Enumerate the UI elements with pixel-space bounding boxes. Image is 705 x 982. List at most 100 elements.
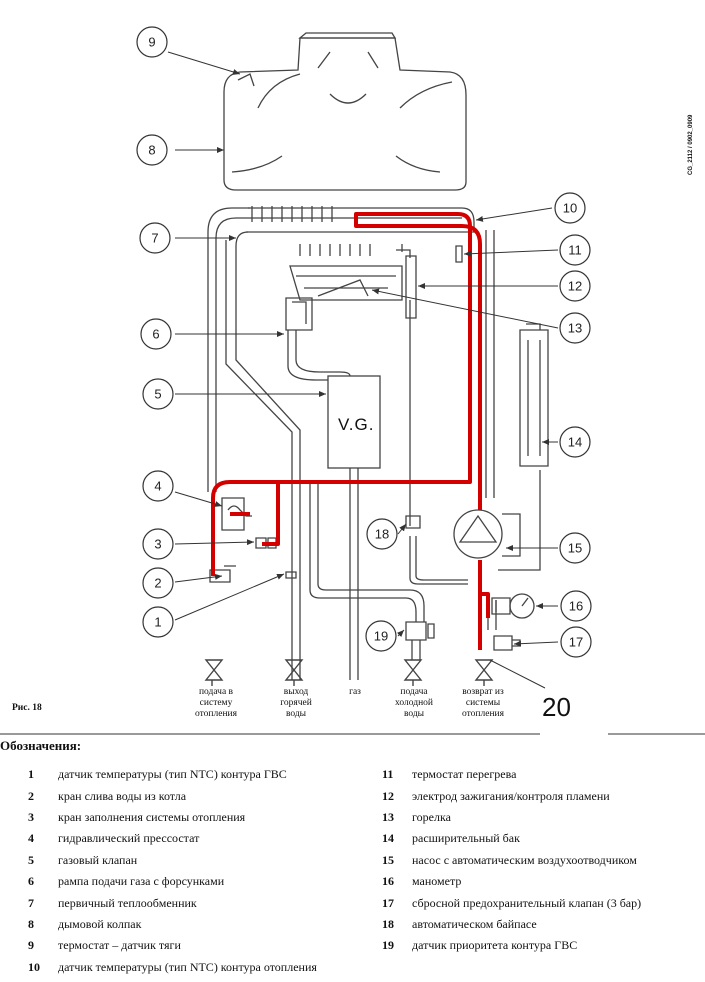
gas-ramp: [285, 297, 313, 331]
legend-item-number: 14: [382, 831, 394, 846]
bypass: [405, 515, 421, 529]
callout-15: 15: [568, 541, 582, 556]
callout-19-circle: [365, 620, 397, 652]
gas-valve-label: V.G.: [338, 415, 374, 434]
callout-10: 10: [563, 201, 577, 216]
legend-item-number: 19: [382, 938, 394, 953]
callout-7-circle: [139, 222, 171, 254]
legend-item-1: 1 датчик температуры (тип NTC) контура ГВ…: [28, 764, 317, 785]
callout-5: 5: [154, 387, 161, 402]
legend-item-text: рампа подачи газа с форсунками: [58, 874, 225, 889]
legend-item-text: кран заполнения системы отопления: [58, 809, 246, 824]
callout-8-circle: [136, 134, 168, 166]
legend-item-15: 15 насос с автоматическим воздухоотводчик…: [382, 850, 641, 871]
legend-item-text: датчик температуры (тип NTC) контура ГВС: [58, 767, 287, 782]
callout-4-circle: [142, 470, 174, 502]
port-label-4-line-3: воды: [404, 709, 425, 719]
manometer: [491, 593, 535, 619]
port-label-1-line-1: подача в: [199, 687, 234, 697]
callout-11: 11: [568, 243, 582, 258]
legend-item-number: 11: [382, 767, 394, 782]
callout-1-circle: [142, 606, 174, 638]
legend-item-text: насос с автоматическим воздухоотводчиком: [412, 852, 637, 867]
legend-item-text: горелка: [412, 809, 451, 824]
port-label-2-line-2: горячей: [280, 697, 312, 708]
callout-13: 13: [568, 321, 582, 336]
callout-9-circle: [136, 26, 168, 58]
legend-item-number: 18: [382, 916, 394, 931]
legend-item-number: 15: [382, 852, 394, 867]
legend-item-10: 10 датчик температуры (тип NTC) контура о…: [28, 957, 317, 978]
legend-item-14: 14 расширительный бак: [382, 828, 641, 849]
callout-4: 4: [154, 479, 161, 494]
legend-item-8: 8 дымовой колпак: [28, 914, 317, 935]
port-label-1-line-3: отопления: [195, 709, 238, 719]
legend-item-text: гидравлический прессостат: [58, 831, 200, 846]
legend-item-number: 10: [28, 959, 40, 974]
gas-valve-body: [327, 375, 381, 469]
callout-18: 18: [375, 527, 389, 542]
callout-20: 20: [542, 692, 571, 722]
callout-5-circle: [142, 378, 174, 410]
callout-14: 14: [568, 435, 582, 450]
callout-17: 17: [569, 635, 583, 650]
callout-10-circle: [554, 192, 586, 224]
legend-item-text: термостат перегрева: [412, 767, 517, 782]
callout-1: 1: [154, 615, 161, 630]
callout-16: 16: [569, 599, 583, 614]
legend-item-number: 16: [382, 874, 394, 889]
callout-2-circle: [142, 567, 174, 599]
pipework: [207, 207, 541, 680]
flue-hood: [223, 32, 467, 191]
legend-item-text: сбросной предохранительный клапан (3 бар…: [412, 895, 642, 910]
callout-6: 6: [152, 327, 159, 342]
legend-item-number: 1: [28, 767, 34, 782]
legend-item-number: 8: [28, 916, 34, 931]
dhw-priority: [405, 621, 435, 641]
callout-17-circle: [560, 626, 592, 658]
legend-item-text: дымовой колпак: [58, 916, 142, 931]
callout-18-circle: [366, 518, 398, 550]
safety-valve: [493, 635, 521, 651]
legend-item-number: 4: [28, 831, 34, 846]
port-label-4-line-2: холодной: [395, 697, 433, 708]
port-label-5-line-2: системы: [466, 698, 501, 708]
legend-item-text: электрод зажигания/контроля пламени: [412, 788, 610, 803]
legend-item-number: 13: [382, 809, 394, 824]
legend-item-13: 13 горелка: [382, 807, 641, 828]
port-label-5-line-3: отопления: [462, 709, 505, 719]
callout-3-circle: [142, 528, 174, 560]
callout-15-circle: [559, 532, 591, 564]
callout-13-circle: [559, 312, 591, 344]
dhw-ntc: [285, 571, 297, 579]
port-labels: подача всистемуотоплениявыходгорячейводы…: [195, 687, 505, 719]
legend-left-column: 1 датчик температуры (тип NTC) контура ГВ…: [28, 764, 317, 978]
pressure-switch: [221, 497, 252, 531]
legend-item-text: датчик температуры (тип NTC) контура ото…: [58, 959, 317, 974]
legend-item-11: 11 термостат перегрева: [382, 764, 641, 785]
burner: [289, 244, 463, 319]
legend-item-text: манометр: [412, 874, 462, 889]
legend-item-text: расширительный бак: [412, 831, 520, 846]
legend-item-number: 6: [28, 874, 34, 889]
heat-exchanger: [236, 206, 475, 256]
heating-circuit: [211, 212, 490, 650]
legend-item-text: первичный теплообменник: [58, 895, 197, 910]
legend-item-number: 3: [28, 809, 34, 824]
callout-11-circle: [559, 234, 591, 266]
pump: [453, 509, 521, 559]
callout-3: 3: [154, 537, 161, 552]
port-valves: [204, 659, 494, 686]
legend-item-4: 4 гидравлический прессостат: [28, 828, 317, 849]
port-label-1-line-2: систему: [200, 698, 233, 708]
callout-14-circle: [559, 426, 591, 458]
legend-item-text: кран слива воды из котла: [58, 788, 187, 803]
